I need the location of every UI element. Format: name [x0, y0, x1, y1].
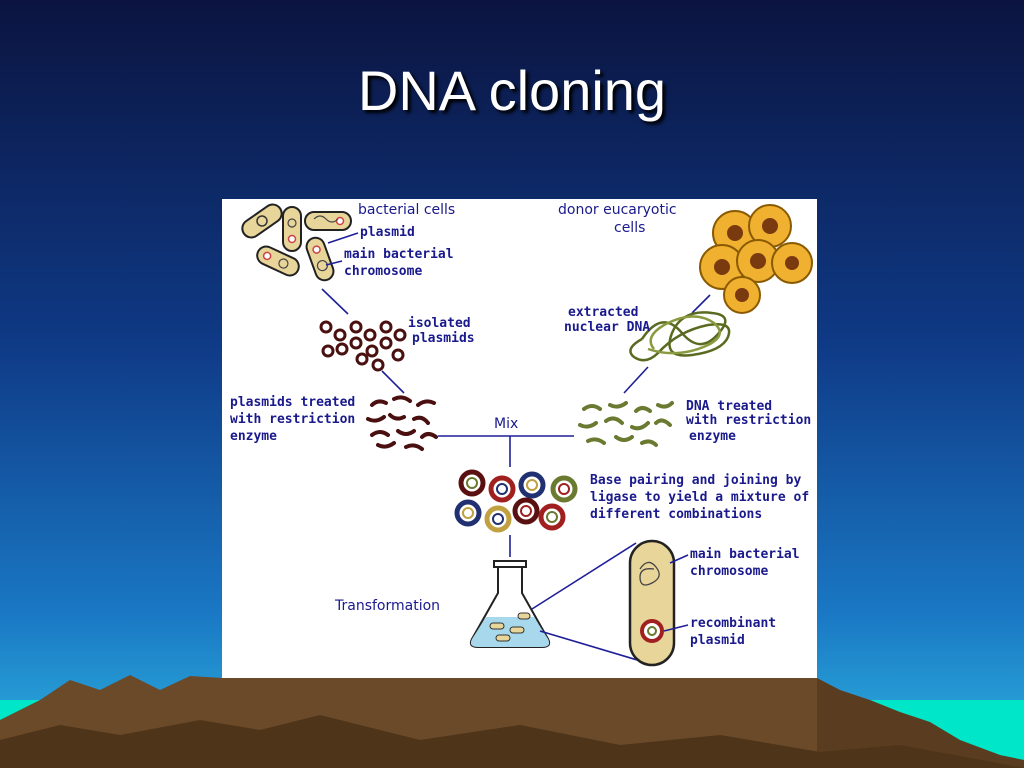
label-main-chromosome-bottom-1: main bacterial	[690, 547, 800, 562]
label-dna-treated-2: with restriction	[686, 413, 811, 428]
label-base-pairing-3: different combinations	[590, 507, 762, 522]
cut-plasmid-fragments	[366, 395, 438, 451]
label-plasmids-treated-3: enzyme	[230, 429, 277, 444]
dna-cloning-diagram: bacterial cells plasmid main bacterial c…	[230, 202, 813, 667]
label-mix: Mix	[494, 416, 518, 432]
label-transformation: Transformation	[334, 598, 440, 614]
label-isolated-plasmids-1: isolated	[408, 316, 471, 331]
label-main-chromosome-top-1: main bacterial	[344, 247, 454, 262]
label-plasmid: plasmid	[360, 225, 415, 240]
diagram-panel: bacterial cells plasmid main bacterial c…	[222, 199, 817, 678]
label-main-chromosome-top-2: chromosome	[344, 264, 422, 279]
slide-title: DNA cloning	[357, 59, 667, 122]
recombinant-mixture-image	[454, 469, 578, 533]
label-base-pairing-1: Base pairing and joining by	[590, 473, 801, 488]
label-donor-cells-2: cells	[614, 220, 645, 236]
label-isolated-plasmids-2: plasmids	[412, 331, 475, 346]
label-donor-cells-1: donor eucaryotic	[558, 202, 677, 218]
label-recombinant-1: recombinant	[690, 616, 776, 631]
recombinant-bacterium-image	[628, 539, 676, 667]
label-dna-treated-1: DNA treated	[686, 399, 772, 414]
extracted-dna-image	[629, 311, 731, 362]
label-extracted-dna-1: extracted	[568, 305, 638, 320]
label-recombinant-2: plasmid	[690, 633, 745, 648]
flask-image	[469, 560, 551, 648]
donor-cells-image	[699, 204, 813, 314]
label-plasmids-treated-1: plasmids treated	[230, 395, 355, 410]
label-main-chromosome-bottom-2: chromosome	[690, 564, 768, 579]
bacterial-cells-image	[241, 203, 352, 282]
label-bacterial-cells: bacterial cells	[358, 202, 455, 218]
isolated-plasmids-image	[319, 320, 407, 372]
label-dna-treated-3: enzyme	[689, 429, 736, 444]
cut-dna-fragments	[578, 401, 674, 447]
label-extracted-dna-2: nuclear DNA	[564, 320, 650, 335]
label-plasmids-treated-2: with restriction	[230, 412, 355, 427]
label-base-pairing-2: ligase to yield a mixture of	[590, 490, 809, 505]
